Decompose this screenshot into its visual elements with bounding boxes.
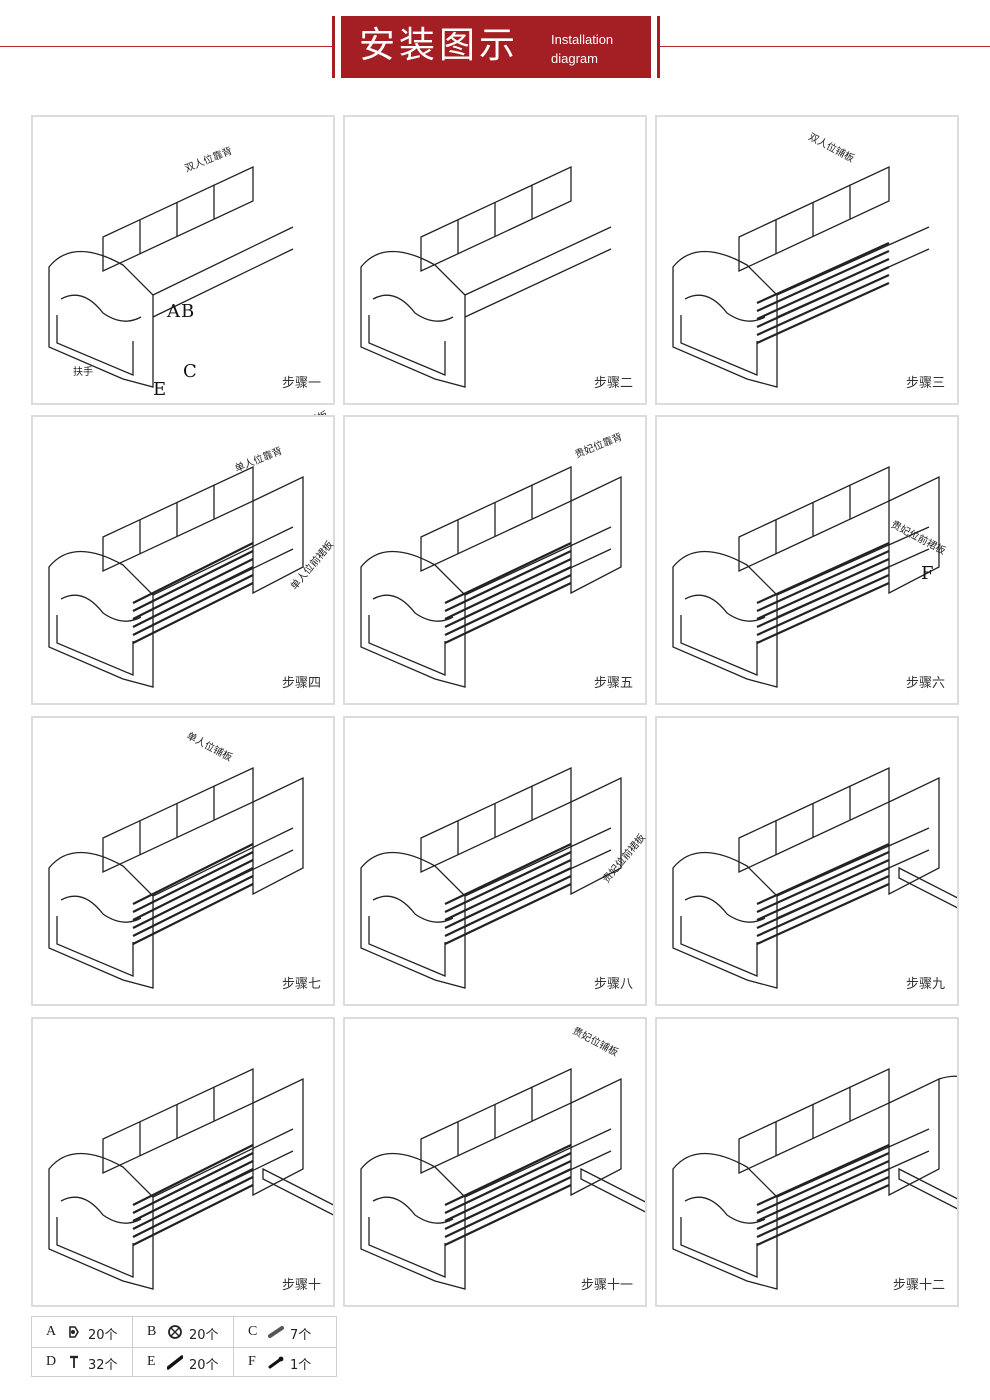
part-count: 1个 [290, 1358, 312, 1373]
hardware-tag: E [153, 379, 167, 400]
banner-box: 安装图示 Installation diagram [341, 16, 651, 78]
step-panel-9: 步骤九 [655, 716, 959, 1006]
step-panel-3: 双人位铺板步骤三 [655, 115, 959, 405]
subtitle-line-1: Installation [551, 32, 614, 47]
part-count: 20个 [189, 1328, 219, 1343]
banner-bar-left [332, 16, 335, 78]
part-count: 20个 [88, 1328, 118, 1343]
assembly-illustration [48, 165, 294, 388]
header-rule-right [660, 46, 990, 47]
part-count: 32个 [88, 1358, 118, 1373]
step-panel-12: 步骤十二 [655, 1017, 959, 1307]
part-B: B 20个 [133, 1317, 234, 1347]
hardware-tag: F [921, 563, 934, 584]
assembly-illustration [360, 1067, 645, 1290]
parts-row-2: D 32个 E 20个 F 1个 [32, 1347, 336, 1377]
assembly-illustration [672, 465, 940, 688]
part-A: A 20个 [32, 1317, 133, 1347]
subtitle-line-2: diagram [551, 51, 598, 66]
assembly-illustration [48, 766, 304, 989]
screw-icon [70, 1355, 78, 1368]
long-bolt-icon [268, 1356, 284, 1369]
hardware-tag: A [167, 301, 180, 322]
hardware-tag: C [183, 361, 197, 382]
step-label: 步骤四 [281, 676, 321, 691]
part-D: D 32个 [32, 1347, 133, 1377]
step-label: 步骤七 [281, 977, 321, 992]
cam-lock-icon [69, 1326, 79, 1338]
step-label: 步骤十 [281, 1278, 321, 1293]
step-panel-11: 贵妃位铺板步骤十一 [343, 1017, 647, 1307]
step-label: 步骤十二 [892, 1278, 945, 1293]
banner-bar-right [657, 16, 660, 78]
page-subtitle: Installation diagram [551, 30, 613, 68]
step-panel-7: 单人位铺板步骤七 [31, 716, 335, 1006]
parts-legend: A 20个 B 20个 C 7个 D 32个 E 20个 F 1个 [31, 1316, 337, 1377]
cam-nut-icon [168, 1325, 182, 1339]
part-C: C 7个 [234, 1317, 335, 1347]
step-panel-1: 双人位靠背双人位前裙板扶手ABCE步骤一 [31, 115, 335, 443]
header-rule-left [0, 46, 332, 47]
step-label: 步骤六 [905, 676, 945, 691]
step-label: 步骤八 [593, 977, 633, 992]
assembly-illustration [360, 465, 622, 688]
assembly-illustration [672, 766, 957, 989]
assembly-illustration [48, 465, 304, 688]
assembly-illustration [672, 1067, 957, 1290]
step-label: 步骤一 [281, 376, 321, 391]
step-panel-2: 步骤二 [343, 115, 647, 405]
part-letter: E [147, 1354, 156, 1369]
part-letter: C [248, 1324, 258, 1339]
part-letter: D [46, 1354, 57, 1369]
dowel-icon [268, 1326, 284, 1338]
part-F: F 1个 [234, 1347, 335, 1377]
assembly-illustration [48, 1067, 333, 1290]
step-panel-4: 单人位靠背单人位前裙板步骤四 [31, 415, 336, 705]
assembly-illustration [360, 165, 612, 388]
part-letter: A [46, 1324, 57, 1339]
part-count: 20个 [189, 1358, 219, 1373]
step-label: 步骤三 [905, 376, 945, 391]
step-panel-10: 步骤十 [31, 1017, 335, 1307]
hardware-tag: B [181, 301, 195, 322]
title-banner: 安装图示 Installation diagram [332, 16, 660, 78]
parts-row-1: A 20个 B 20个 C 7个 [32, 1317, 336, 1348]
part-letter: F [248, 1354, 256, 1369]
step-label: 步骤十一 [580, 1278, 633, 1293]
assembly-illustration [360, 766, 622, 989]
step-label: 步骤五 [593, 676, 633, 691]
step-panel-5: 贵妃位靠背步骤五 [343, 415, 647, 705]
part-count: 7个 [290, 1328, 312, 1343]
step-label: 步骤九 [905, 977, 945, 992]
step-panel-8: 贵妃位前裙板步骤八 [343, 716, 648, 1006]
connecting-bolt-icon [167, 1355, 183, 1370]
assembly-illustration [672, 165, 930, 388]
page-title: 安装图示 [359, 25, 520, 66]
part-letter: B [147, 1324, 157, 1339]
part-E: E 20个 [133, 1347, 234, 1377]
step-label: 步骤二 [593, 376, 633, 391]
part-label: 扶手 [73, 367, 93, 378]
